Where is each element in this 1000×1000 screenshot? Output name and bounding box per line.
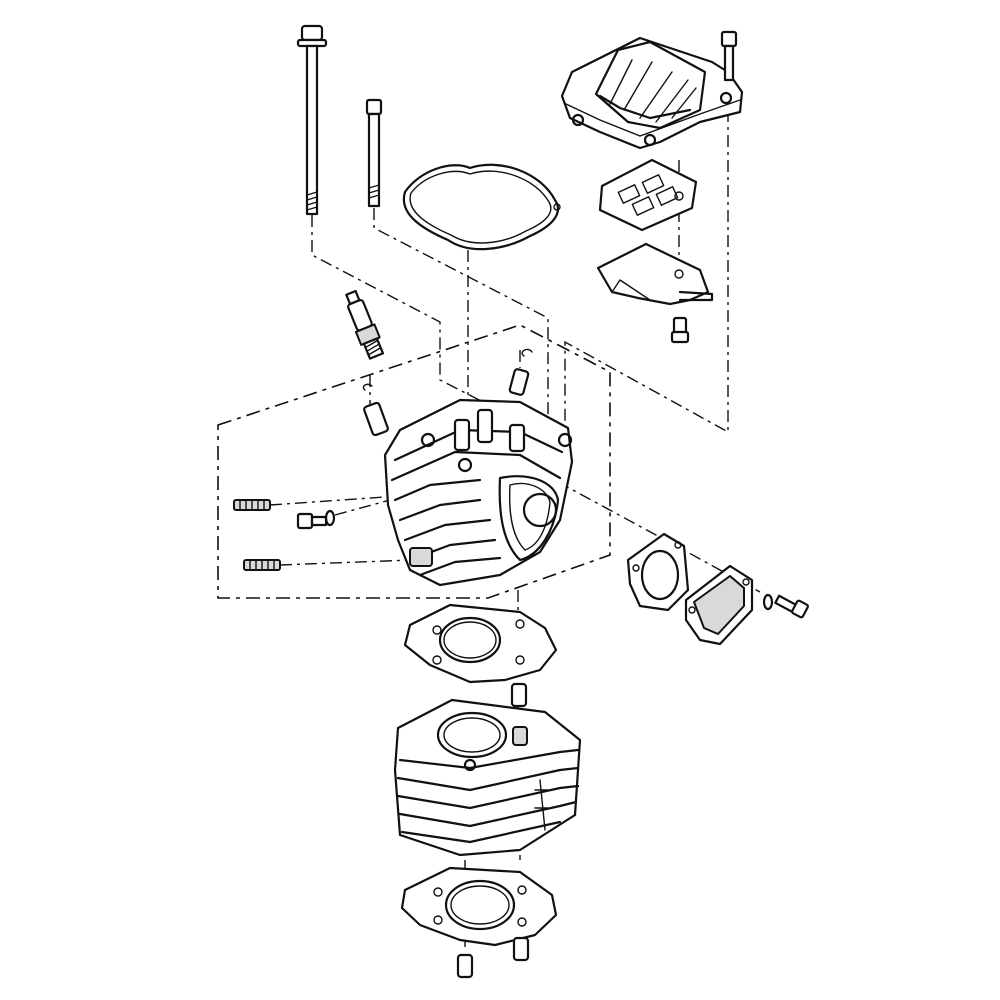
side-cover-gasket — [626, 532, 690, 612]
subassembly-boundary — [217, 324, 611, 599]
cylinder-head-bolt-short — [365, 98, 383, 208]
cylinder-head-cover — [560, 36, 744, 150]
dowel-pin — [456, 936, 530, 979]
stud-bolt — [233, 499, 281, 571]
breather-bolt — [670, 316, 690, 344]
side-cover — [684, 564, 754, 646]
bolt-with-washer — [296, 509, 336, 530]
assembly-lead-lines — [269, 110, 761, 950]
spark-plug — [345, 289, 385, 360]
side-cover-bolt — [762, 593, 809, 619]
dowel-pin — [510, 682, 528, 708]
cylinder — [393, 698, 582, 857]
head-cover-gasket — [402, 163, 561, 251]
cylinder-head-gasket — [403, 603, 558, 684]
breather-plate — [596, 242, 714, 306]
cylinder-head — [383, 398, 574, 587]
breather-plate-gasket — [598, 158, 698, 232]
dowel-pin — [362, 348, 533, 437]
cylinder-base-gasket — [400, 866, 558, 947]
cylinder-head-bolt-long — [296, 24, 328, 216]
cover-bolt — [720, 30, 738, 82]
